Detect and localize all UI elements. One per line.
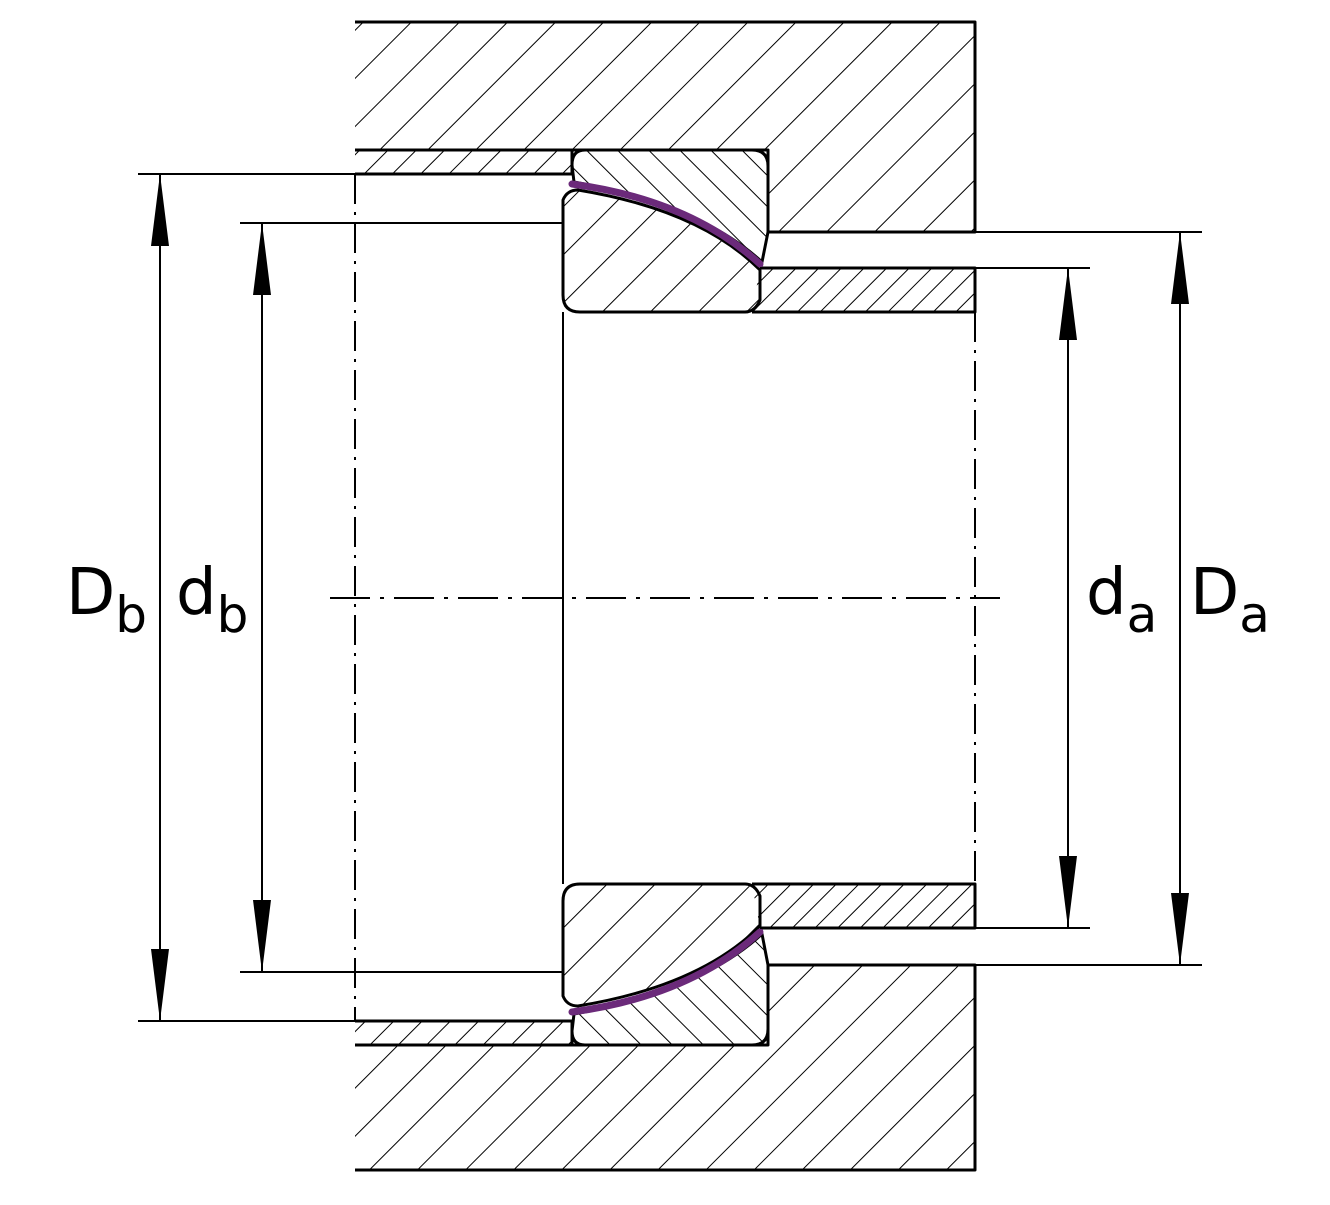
label-db: db <box>176 556 248 644</box>
label-db-main: d <box>176 556 217 630</box>
label-Da-sub: a <box>1239 586 1270 644</box>
shaft-shoulder-bottom <box>752 882 977 930</box>
label-Db-main: D <box>66 556 115 630</box>
sliding-layer-bottom <box>568 928 764 1016</box>
dimension-db <box>253 223 271 972</box>
extension-lines <box>138 173 1202 1022</box>
dimension-Da <box>1171 232 1189 965</box>
inner-ring-top <box>561 188 762 314</box>
shaft-shoulder-top <box>752 266 977 314</box>
label-db-sub: b <box>217 586 249 644</box>
label-Db-sub: b <box>115 586 147 644</box>
label-da-sub: a <box>1127 586 1158 644</box>
label-Da: Da <box>1190 556 1270 644</box>
housing-shoulder-top <box>355 148 574 176</box>
dimension-da <box>1059 268 1077 928</box>
label-da: da <box>1086 556 1157 644</box>
label-Da-main: D <box>1190 556 1239 630</box>
label-Db: Db <box>66 556 147 644</box>
label-da-main: d <box>1086 556 1127 630</box>
housing-shoulder-bottom <box>355 1019 574 1047</box>
inner-ring-bottom <box>561 882 762 1008</box>
sliding-layer-top <box>568 180 764 268</box>
dimension-Db <box>151 174 169 1021</box>
